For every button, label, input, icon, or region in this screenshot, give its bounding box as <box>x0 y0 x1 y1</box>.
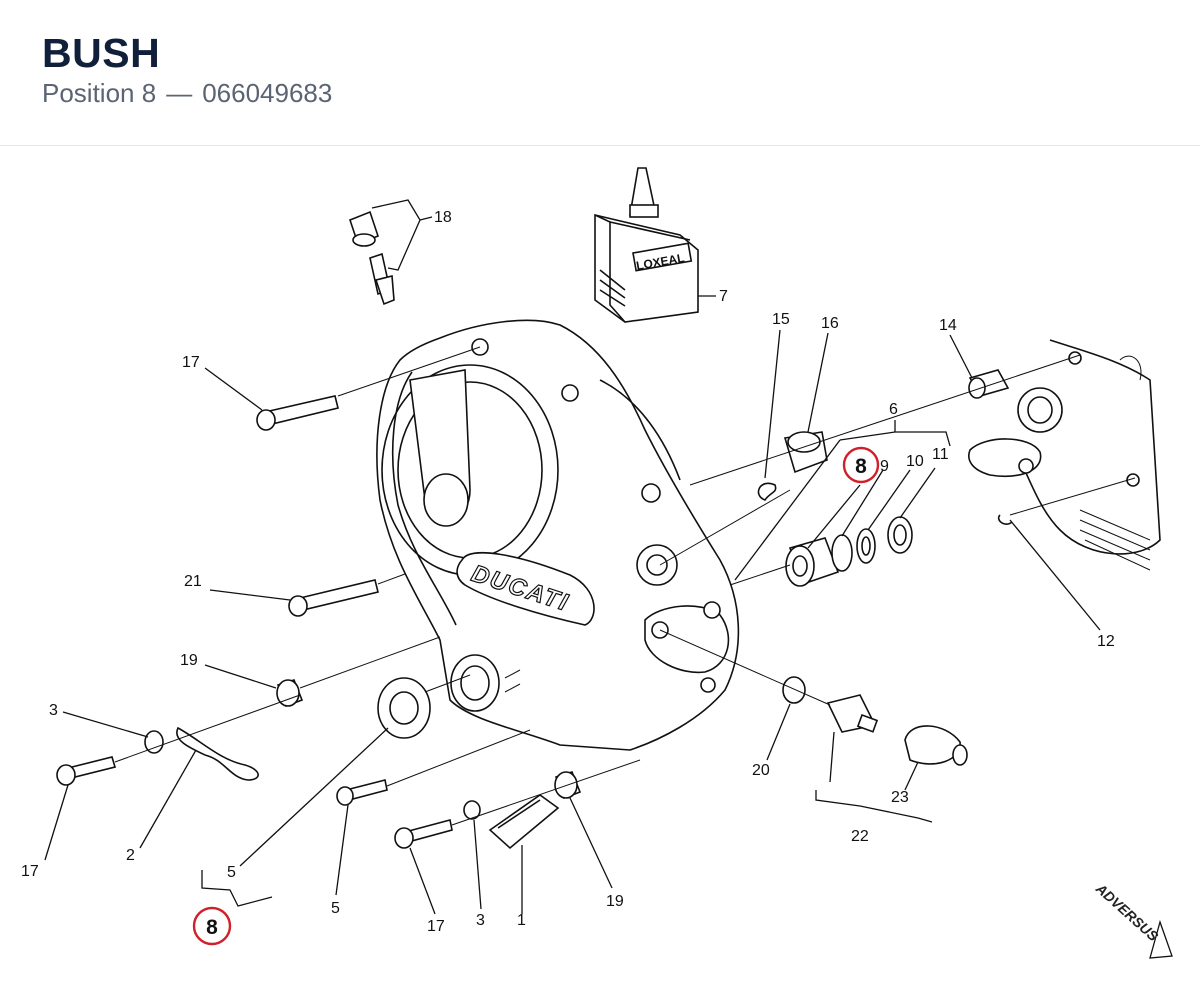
callout-21: 22 <box>851 828 869 845</box>
circlip-14 <box>757 482 777 501</box>
assembly-axis-lines <box>114 346 1136 826</box>
adversus-watermark: ADVERSUS <box>1092 880 1173 959</box>
callout-8-highlighted-top[interactable]: 8 <box>842 446 880 484</box>
bracket-1 <box>488 794 560 850</box>
pressure-switch-21 <box>826 694 879 733</box>
callout-18: 18 <box>434 209 452 226</box>
callout-leader-lines <box>44 199 1101 915</box>
cable-clip-2 <box>176 726 259 781</box>
callout-14: 15 <box>772 311 790 328</box>
callout-16: 17 <box>182 354 200 371</box>
page-title: BUSH <box>42 30 161 76</box>
callout-3-bottom: 3 <box>476 912 485 929</box>
callout-1: 1 <box>517 912 526 929</box>
callout-6: 6 <box>889 401 898 418</box>
callout-8-highlighted-bottom[interactable]: 8 <box>192 906 232 946</box>
bushing-4-large <box>377 677 431 739</box>
callout-17-left: 17 <box>21 863 39 880</box>
spacer-19-left <box>276 679 304 708</box>
callout-13: 14 <box>939 317 957 334</box>
watermark-text: ADVERSUS <box>1092 880 1162 945</box>
callout-2: 2 <box>126 847 135 864</box>
position-label: Position 8 <box>42 78 157 108</box>
callout-4: 5 <box>227 864 236 881</box>
bush-8-highlighted-part <box>785 537 840 587</box>
callout-8-top: 8 <box>855 455 867 478</box>
washer-3-bottom <box>463 800 481 820</box>
grease-nipple-and-cap <box>349 210 395 306</box>
ducati-logo-plate: DUCATI <box>456 551 595 626</box>
bolt-22 <box>288 579 379 617</box>
callout-11: 11 <box>932 446 949 463</box>
exploded-parts-diagram: DUCATI LOXEAL <box>21 167 1173 959</box>
seal-rings-9-10-11 <box>831 516 913 572</box>
bushing-13 <box>968 369 1010 399</box>
callout-9: 9 <box>880 458 889 475</box>
callout-15: 16 <box>821 315 839 332</box>
callout-10: 10 <box>906 453 924 470</box>
bolt-17-left <box>56 756 117 786</box>
callout-7: 7 <box>719 288 728 305</box>
callout-8-bottom: 8 <box>206 916 218 939</box>
callout-22: 21 <box>184 573 202 590</box>
highlight-ring <box>192 906 232 946</box>
highlight-ring <box>842 446 880 484</box>
callout-19-bottom: 19 <box>606 893 624 910</box>
bolt-5 <box>336 779 388 806</box>
part-number: 066049683 <box>202 78 333 108</box>
callout-12: 12 <box>1097 633 1115 650</box>
subtitle-separator: — <box>166 78 193 108</box>
callout-23: 23 <box>891 789 909 806</box>
loxeal-threadlocker-bottle: LOXEAL <box>594 167 699 323</box>
bolt-17-bottom <box>394 819 453 849</box>
callout-seventeen-bottom: 17 <box>427 918 445 935</box>
callout-labels: 18 7 15 16 14 17 6 8 9 10 11 12 21 19 3 … <box>21 209 1115 946</box>
callout-20: 20 <box>752 762 770 779</box>
washer-3-left <box>144 730 164 754</box>
clutch-cover: DUCATI <box>376 319 740 751</box>
bolt-16 <box>256 395 339 431</box>
watermark-arrow-icon <box>1149 919 1173 959</box>
callout-19-left: 19 <box>180 652 198 669</box>
page-header: BUSH Position 8 — 066049683 <box>0 0 1200 146</box>
callout-3-left: 3 <box>49 702 58 719</box>
circlip-12 <box>997 514 1013 525</box>
engine-case-fragment <box>968 339 1161 571</box>
rubber-cap-23 <box>904 725 968 766</box>
callout-five: 5 <box>331 900 340 917</box>
washer-20 <box>782 676 806 704</box>
part-subtitle: Position 8 — 066049683 <box>42 78 332 109</box>
